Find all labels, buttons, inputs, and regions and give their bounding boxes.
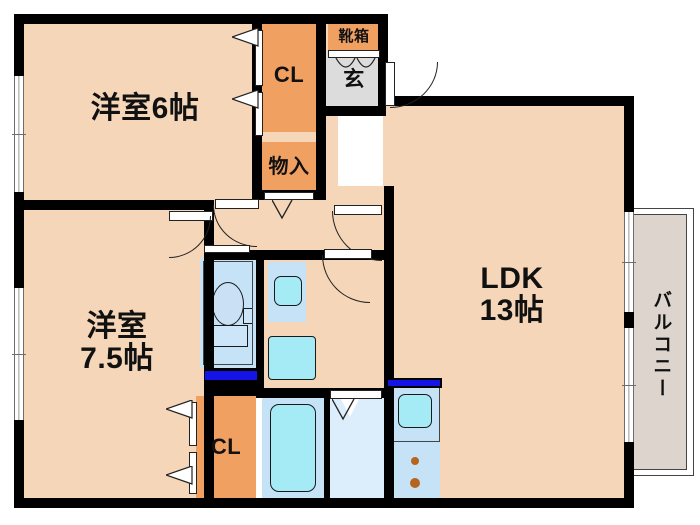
label-washitsu6: 洋室6帖 bbox=[90, 91, 200, 125]
label-closet-top: CL bbox=[273, 62, 305, 88]
wall-entry-right bbox=[378, 14, 388, 106]
closet-top-arrow-upper bbox=[232, 28, 259, 47]
bathroom-door-marker-outline bbox=[332, 399, 355, 421]
kutsubako-fill bbox=[328, 22, 380, 50]
closet-bottom-arrow-lower bbox=[166, 466, 193, 485]
wall-genkan-bottom bbox=[316, 106, 386, 116]
window-ldk-balcony-upper[interactable] bbox=[622, 212, 636, 312]
stove-burner-1 bbox=[411, 457, 419, 465]
label-washitsu75: 洋室 7.5帖 bbox=[80, 309, 154, 375]
wall-right-of-toilet bbox=[256, 250, 264, 396]
wall-right-of-washitsu75 bbox=[204, 200, 214, 508]
label-genkan: 玄 bbox=[343, 67, 365, 91]
wall-between-bedrooms bbox=[14, 200, 214, 210]
wall-left-of-ldk bbox=[384, 186, 394, 500]
label-ldk: LDK 13帖 bbox=[479, 261, 545, 327]
wall-bath-washer bbox=[324, 396, 330, 500]
washer-pan bbox=[268, 336, 316, 380]
wall-left-bottom bbox=[14, 418, 24, 508]
kutsubako-door-marker bbox=[334, 58, 376, 76]
window-washitsu75-left[interactable] bbox=[12, 288, 26, 420]
wall-genkan-left bbox=[316, 14, 326, 110]
label-kutsubako: 靴箱 bbox=[338, 27, 370, 45]
kitchen-sink bbox=[398, 394, 432, 428]
window-washitsu6-left[interactable] bbox=[12, 76, 26, 192]
wall-bottom-outer bbox=[14, 498, 634, 508]
bathroom-door-marker bbox=[341, 399, 359, 417]
closet-top-slide-upper[interactable] bbox=[255, 30, 263, 86]
toilet-door-leaf[interactable] bbox=[204, 245, 250, 253]
bathtub bbox=[270, 404, 316, 492]
closet-top-arrow-lower bbox=[232, 90, 259, 109]
mono-ire-door-leaf[interactable] bbox=[264, 192, 314, 200]
label-closet-bottom: CL bbox=[210, 434, 242, 460]
label-mono-ire: 物入 bbox=[268, 156, 310, 179]
toilet-room-outline bbox=[203, 261, 253, 365]
mono-ire-door-marker bbox=[272, 200, 293, 220]
wall-top-ldk bbox=[378, 96, 634, 106]
closet-top-fill bbox=[262, 22, 316, 132]
wall-left-outer bbox=[14, 14, 24, 76]
room-fill-washitsu75 bbox=[22, 208, 212, 500]
closet-top-slide-lower[interactable] bbox=[255, 92, 263, 136]
balcony-label: バルコニー bbox=[650, 290, 672, 400]
wall-left-mid bbox=[14, 190, 24, 290]
wall-top-left bbox=[14, 14, 386, 24]
kitchen-sink-section bbox=[390, 386, 440, 442]
closet-bottom-slide-upper[interactable] bbox=[189, 402, 197, 446]
wall-above-bath bbox=[256, 388, 394, 398]
window-ldk-balcony-lower[interactable] bbox=[622, 328, 636, 442]
room-fill-genkan bbox=[325, 52, 385, 108]
kutsubako-door-leaf[interactable] bbox=[328, 50, 380, 58]
closet-bottom-arrow-upper bbox=[166, 400, 193, 419]
threshold-marker-kitchen bbox=[388, 380, 440, 386]
mono-ire-fill bbox=[262, 142, 316, 194]
bathroom-door-leaf[interactable] bbox=[330, 390, 382, 399]
stove-burner-2 bbox=[410, 478, 420, 488]
wall-corridor-wet bbox=[204, 250, 326, 260]
washbasin-bowl bbox=[274, 276, 302, 306]
threshold-marker-toilet bbox=[205, 371, 257, 380]
